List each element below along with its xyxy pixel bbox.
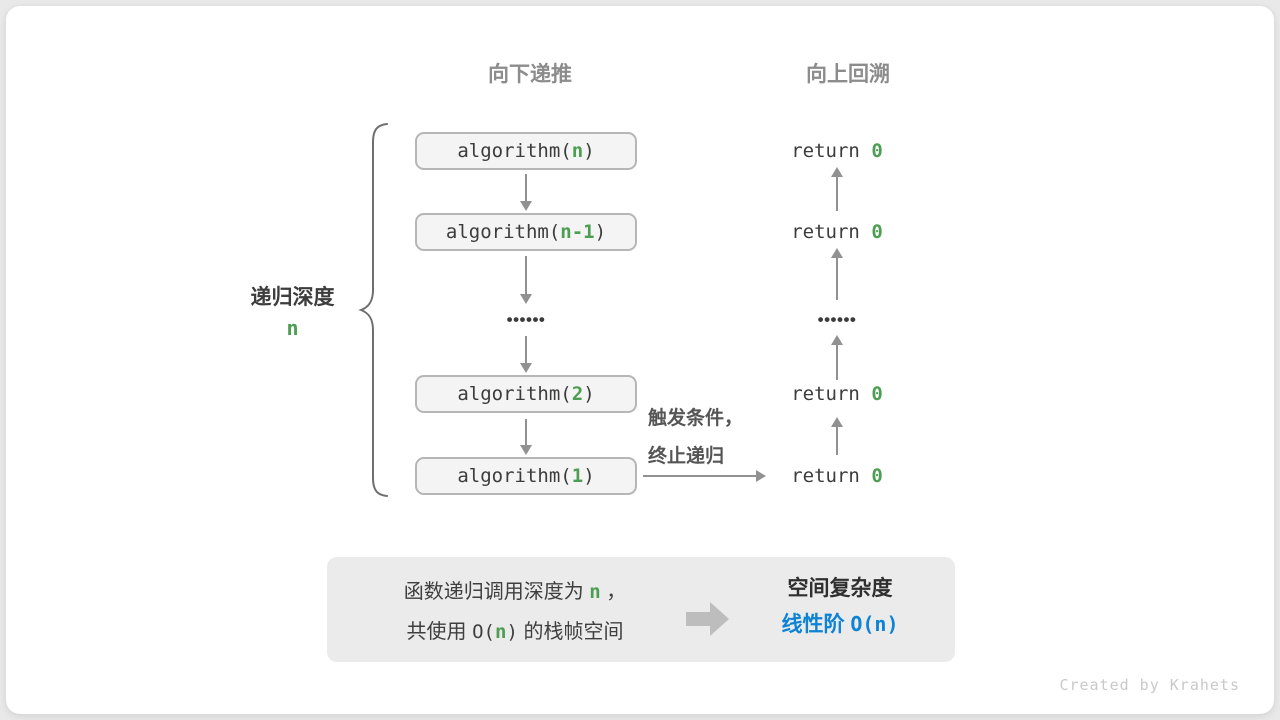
depth-label: 递归深度 — [250, 286, 335, 309]
down-arrow-icon — [520, 174, 532, 211]
big-o-open: O( — [472, 621, 495, 643]
summary-result: 空间复杂度 线性阶 O(n) — [755, 574, 925, 645]
call-text-arg: 1 — [571, 465, 584, 487]
return-value: 0 — [871, 140, 883, 162]
return-keyword: return — [791, 221, 872, 243]
big-o-close: ) — [506, 621, 518, 643]
call-text-pre: algorithm( — [457, 465, 572, 487]
return-keyword: return — [791, 140, 872, 162]
right-arrow-icon — [643, 470, 766, 482]
summary-line2: 共使用 O(n) 的栈帧空间 — [345, 612, 685, 652]
call-text-post: ) — [594, 221, 607, 243]
return-statement: return 0 — [767, 464, 907, 488]
watermark-credit: Created by Krahets — [1059, 676, 1240, 694]
return-keyword: return — [791, 383, 872, 405]
call-text-post: ) — [583, 140, 595, 162]
down-arrow-icon — [520, 419, 532, 455]
up-arrow-icon — [831, 335, 843, 380]
left-ellipsis: •••••• — [506, 310, 546, 329]
return-statement: return 0 — [767, 220, 907, 244]
call-box-algorithm-n-1: algorithm(n-1) — [415, 213, 637, 251]
trigger-condition-line1: 触发条件， — [648, 408, 744, 429]
summary-description: 函数递归调用深度为 n ， 共使用 O(n) 的栈帧空间 — [345, 572, 685, 652]
right-ellipsis: •••••• — [817, 310, 857, 329]
call-text-pre: algorithm( — [457, 383, 572, 405]
call-text: algorithm(1) — [457, 465, 594, 487]
summary-panel — [327, 557, 955, 662]
return-statement: return 0 — [767, 139, 907, 163]
summary-line1-punct: ， — [600, 581, 627, 603]
up-arrow-icon — [831, 417, 843, 455]
big-right-arrow-icon — [686, 602, 729, 636]
call-text: algorithm(n-1) — [446, 221, 606, 243]
column-header-recurse-down: 向下递推 — [488, 63, 572, 86]
call-box-algorithm-n: algorithm(n) — [415, 132, 637, 170]
space-complexity-value: 线性阶 O(n) — [755, 604, 925, 645]
return-keyword: return — [791, 465, 872, 487]
space-complexity-title: 空间复杂度 — [787, 577, 893, 600]
depth-value: n — [286, 316, 299, 340]
trigger-condition-line2: 终止递归 — [648, 446, 725, 467]
call-text-arg: 2 — [571, 383, 584, 405]
summary-line2-text2: 的栈帧空间 — [517, 621, 624, 643]
complexity-big-o: O(n) — [850, 612, 899, 636]
complexity-class-label: 线性阶 — [781, 613, 851, 636]
call-text: algorithm(2) — [457, 383, 594, 405]
down-arrow-icon — [520, 256, 532, 304]
call-text-post: ) — [583, 383, 595, 405]
call-box-algorithm-2: algorithm(2) — [415, 375, 637, 413]
call-text-arg: n-1 — [560, 221, 595, 243]
summary-line2-text: 共使用 — [406, 621, 473, 643]
column-header-backtrack-up: 向上回溯 — [806, 63, 890, 86]
call-text-post: ) — [583, 465, 595, 487]
summary-line2-var: n — [494, 621, 507, 643]
curly-brace-icon — [358, 123, 388, 497]
return-value: 0 — [871, 465, 883, 487]
up-arrow-icon — [831, 167, 843, 211]
up-arrow-icon — [831, 248, 843, 300]
summary-line1-text: 函数递归调用深度为 — [403, 581, 590, 603]
call-text-pre: algorithm( — [445, 221, 561, 243]
summary-line1: 函数递归调用深度为 n ， — [345, 572, 685, 612]
return-value: 0 — [871, 383, 883, 405]
summary-line1-var: n — [589, 581, 601, 603]
call-text-arg: n — [571, 140, 584, 162]
call-box-algorithm-1: algorithm(1) — [415, 457, 637, 495]
down-arrow-icon — [520, 336, 532, 373]
return-statement: return 0 — [767, 382, 907, 406]
call-text-pre: algorithm( — [457, 140, 572, 162]
return-value: 0 — [871, 221, 883, 243]
call-text: algorithm(n) — [457, 140, 594, 162]
